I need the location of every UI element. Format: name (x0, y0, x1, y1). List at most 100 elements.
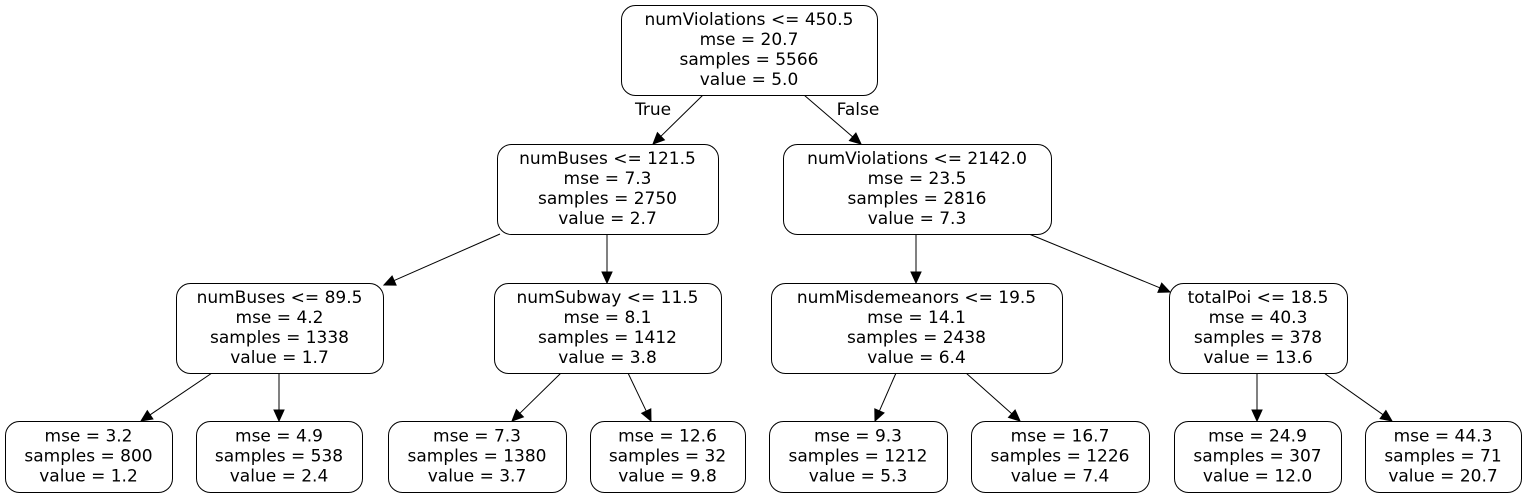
node-line: mse = 4.2 (236, 308, 324, 328)
node-line: mse = 14.1 (867, 308, 966, 328)
node-box (196, 421, 363, 493)
arrowhead-icon (273, 409, 285, 423)
node-line: mse = 24.9 (1208, 427, 1307, 447)
arrowhead-icon (652, 131, 666, 145)
edge-line (803, 94, 853, 138)
node-line: samples = 307 (1193, 447, 1321, 467)
arrowhead-icon (1007, 409, 1021, 422)
arrowhead-icon (848, 132, 862, 145)
node-line: value = 9.8 (618, 467, 717, 487)
node-box (1174, 421, 1342, 493)
node-box (497, 144, 719, 235)
node-line: mse = 3.2 (45, 427, 133, 447)
node-line: mse = 20.7 (700, 30, 799, 50)
edge-line (1028, 233, 1161, 289)
arrowhead-icon (1251, 409, 1263, 423)
node-line: numMisdemeanors <= 19.5 (797, 288, 1036, 308)
edge-line (1323, 372, 1384, 416)
node-line: mse = 4.9 (235, 427, 323, 447)
edge-n3-n7 (140, 372, 213, 422)
edge-n0-n2: False (803, 94, 880, 145)
node-line: value = 1.2 (39, 467, 138, 487)
arrowhead-icon (601, 271, 613, 285)
edge-n4-n10 (627, 372, 652, 423)
node-line: mse = 9.3 (814, 427, 902, 447)
node-line: mse = 16.7 (1011, 427, 1110, 447)
node-line: value = 13.6 (1203, 348, 1312, 368)
node-line: samples = 2438 (847, 328, 986, 348)
edges-layer: True False (140, 94, 1393, 423)
edge-n5-n11 (874, 372, 897, 423)
node-box (971, 421, 1150, 493)
node-line: totalPoi <= 18.5 (1188, 288, 1329, 308)
node-line: samples = 2750 (538, 189, 677, 209)
node-line: samples = 32 (609, 447, 726, 467)
node-box (388, 421, 567, 493)
node-line: numViolations <= 450.5 (644, 10, 853, 30)
node-line: samples = 1226 (991, 447, 1130, 467)
arrowhead-icon (382, 275, 397, 286)
arrowhead-icon (640, 408, 652, 423)
node-line: mse = 23.5 (868, 169, 967, 189)
node-box (590, 421, 746, 493)
arrowhead-icon (511, 408, 525, 422)
node-line: samples = 2816 (848, 189, 987, 209)
edge-n4-n9 (511, 372, 562, 422)
edge-line (965, 372, 1013, 415)
node-line: value = 7.3 (868, 209, 967, 229)
node-line: samples = 5566 (680, 50, 819, 70)
node-line: samples = 71 (1384, 447, 1501, 467)
edge-line (519, 372, 562, 414)
node-line: value = 12.0 (1203, 467, 1312, 487)
arrowhead-icon (910, 271, 922, 285)
node-line: value = 7.4 (1011, 467, 1110, 487)
arrowhead-icon (874, 408, 885, 423)
node-line: value = 2.7 (558, 209, 657, 229)
edge-n0-n1: True (634, 94, 704, 145)
edge-n1-n3 (382, 233, 501, 286)
node-line: numViolations <= 2142.0 (807, 149, 1027, 169)
node-line: mse = 7.3 (433, 427, 521, 447)
edge-n2-n6 (1028, 233, 1172, 293)
node-line: samples = 800 (24, 447, 152, 467)
node-line: numBuses <= 89.5 (197, 288, 363, 308)
edge-n5-n12 (965, 372, 1021, 422)
arrowhead-icon (1157, 282, 1172, 293)
node-line: samples = 538 (215, 447, 343, 467)
node-line: value = 3.8 (558, 348, 657, 368)
node-line: value = 5.0 (700, 70, 799, 90)
node-line: numSubway <= 11.5 (517, 288, 699, 308)
node-box (176, 283, 384, 374)
node-line: mse = 7.3 (564, 169, 652, 189)
node-box (494, 283, 722, 374)
edge-n3-n8 (273, 373, 285, 423)
edge-line (627, 372, 647, 412)
node-box (769, 421, 948, 493)
node-line: mse = 40.3 (1209, 308, 1308, 328)
node-line: samples = 378 (1194, 328, 1322, 348)
edge-n6-n13 (1251, 373, 1263, 423)
arrowhead-icon (140, 409, 154, 422)
edge-n1-n4 (601, 234, 613, 285)
node-box (5, 421, 173, 493)
edge-line (393, 233, 501, 282)
node-line: samples = 1412 (538, 328, 677, 348)
node-box (621, 5, 878, 96)
node-box (771, 283, 1063, 374)
edge-line (149, 372, 213, 416)
edge-label-false: False (837, 100, 880, 120)
node-line: mse = 12.6 (618, 427, 717, 447)
node-line: value = 2.4 (230, 467, 329, 487)
